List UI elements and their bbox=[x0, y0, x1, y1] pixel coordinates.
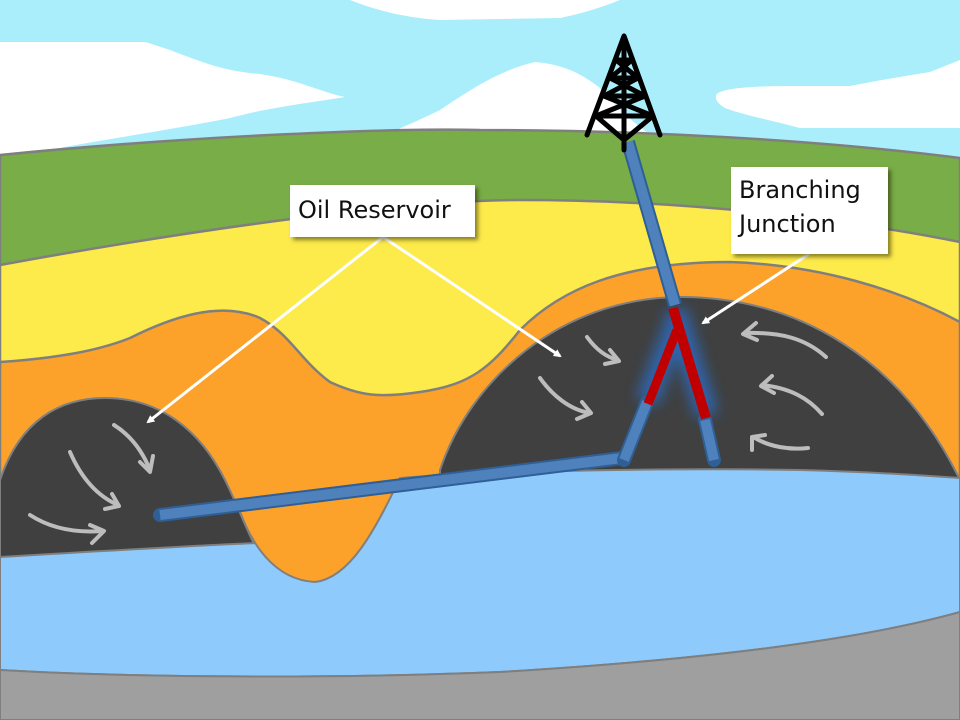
branching-junction-label-line1: Branching bbox=[739, 176, 861, 204]
junction-section-right bbox=[668, 306, 711, 420]
rock-dip-outline bbox=[235, 477, 401, 584]
flow-arrow-icon bbox=[68, 450, 121, 511]
flow-arrow-icon bbox=[28, 513, 106, 545]
oil-derrick-icon bbox=[584, 33, 663, 153]
pointer-arrow-icon bbox=[382, 235, 562, 358]
well-main-pipe bbox=[621, 140, 682, 307]
cloud bbox=[0, 42, 345, 162]
pointer-arrow-icon bbox=[146, 235, 384, 424]
well-branch-right bbox=[668, 306, 721, 467]
flow-arrow-icon bbox=[585, 335, 621, 366]
flow-arrows bbox=[28, 321, 828, 545]
pointer-arrows bbox=[146, 235, 810, 424]
flow-arrow-icon bbox=[538, 376, 593, 421]
oil-reservoir-label-text: Oil Reservoir bbox=[298, 196, 451, 224]
flow-arrow-icon bbox=[759, 374, 824, 416]
branching-junction-label: Branching Junction bbox=[731, 167, 888, 254]
flow-arrow-icon bbox=[741, 321, 828, 359]
cloud bbox=[715, 60, 960, 128]
flow-arrow-icon bbox=[112, 423, 155, 474]
junction-section-left bbox=[643, 328, 682, 406]
bedrock-layer bbox=[0, 610, 960, 720]
rock-dip-fill bbox=[236, 440, 418, 582]
well-branch-left bbox=[617, 328, 682, 467]
pointer-arrow-icon bbox=[701, 252, 810, 325]
cloud bbox=[350, 0, 620, 20]
well-lateral-pipe bbox=[153, 451, 629, 522]
branching-junction-label-line2: Junction bbox=[739, 210, 836, 238]
flow-arrow-icon bbox=[750, 433, 810, 452]
oil-reservoir-label: Oil Reservoir bbox=[290, 185, 475, 237]
